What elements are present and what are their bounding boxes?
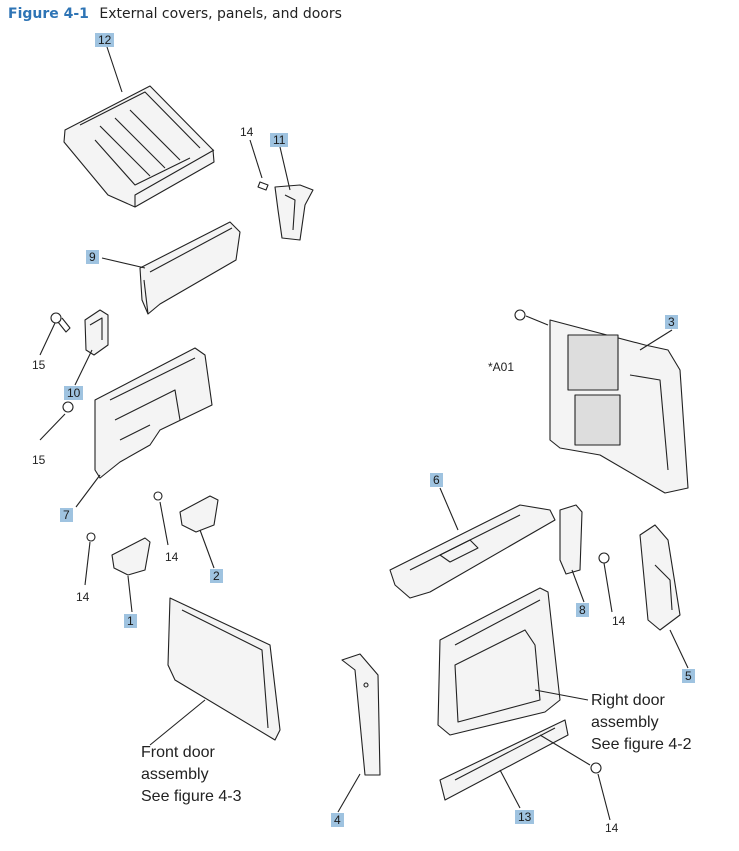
right-door-reference: Right door assembly See figure 4-2: [591, 690, 692, 756]
right-door-assembly: [437, 587, 561, 736]
leader-13b: [539, 734, 591, 766]
label-15-a: 15: [32, 358, 46, 372]
front-door-reference: Front door assembly See figure 4-3: [141, 742, 242, 808]
part-2-small-cover: [153, 491, 219, 533]
callout-3: 3: [665, 315, 678, 329]
figure-caption: External covers, panels, and doors: [99, 6, 342, 22]
right-door-line-2: assembly: [591, 714, 659, 731]
part-5-side-cover: [639, 524, 681, 631]
callout-2: 2: [210, 569, 223, 583]
callout-12: 12: [95, 33, 115, 47]
part-6-rail: [389, 504, 556, 599]
callout-7: 7: [60, 508, 73, 522]
leader-11a: [249, 139, 263, 179]
label-14-f: 14: [605, 821, 619, 835]
front-door-line-1: Front door: [141, 744, 215, 761]
label-14-a: 14: [240, 125, 254, 139]
callout-6: 6: [430, 473, 443, 487]
callout-13: 13: [515, 810, 535, 824]
leader-7: [75, 474, 101, 508]
leader-12: [106, 46, 123, 93]
callout-5: 5: [682, 669, 695, 683]
part-13-bottom-rail: [439, 719, 602, 801]
part-3-rear-panel: [514, 309, 689, 494]
callout-8: 8: [576, 603, 589, 617]
leader-15b: [39, 413, 66, 441]
leader-10: [74, 349, 93, 386]
callout-4: 4: [331, 813, 344, 827]
part-10-hinge: [50, 309, 109, 356]
figure-title: Figure 4-1 External covers, panels, and …: [8, 6, 342, 22]
leader-front-door: [149, 699, 206, 746]
part-8-latch: [559, 504, 610, 575]
right-door-line-1: Right door: [591, 692, 665, 709]
part-7-left-panel: [62, 347, 213, 479]
callout-11: 11: [270, 133, 289, 147]
leader-15a: [39, 322, 56, 356]
leader-13: [499, 769, 521, 809]
leader-4: [337, 773, 361, 813]
leader-14f: [597, 773, 611, 821]
leader-1: [127, 575, 133, 613]
figure-number: Figure 4-1: [8, 6, 89, 22]
label-a01: *A01: [488, 360, 515, 374]
callout-10: 10: [64, 386, 84, 400]
leader-6: [439, 487, 459, 531]
leader-11: [279, 146, 291, 191]
leader-3: [639, 329, 673, 351]
leader-right-door: [534, 689, 589, 701]
label-14-e: 14: [612, 614, 626, 628]
leader-9: [101, 257, 146, 269]
label-14-c: 14: [165, 550, 179, 564]
part-1-small-cover: [86, 532, 151, 576]
leader-2: [199, 529, 215, 569]
leader-5: [669, 629, 689, 669]
label-14-d: 14: [76, 590, 90, 604]
callout-9: 9: [86, 250, 99, 264]
leader-a01: [525, 315, 549, 326]
leader-14c: [159, 501, 169, 546]
part-9-top-bar: [139, 221, 241, 315]
front-door-line-3: See figure 4-3: [141, 788, 242, 805]
part-11-bracket: [257, 181, 314, 241]
leader-14e: [603, 562, 613, 613]
leader-8: [571, 569, 585, 603]
front-door-assembly: [167, 597, 281, 741]
part-4-strip: [341, 653, 381, 776]
right-door-line-3: See figure 4-2: [591, 736, 692, 753]
label-15-b: 15: [32, 453, 46, 467]
front-door-line-2: assembly: [141, 766, 209, 783]
part-12-top-cover: [63, 85, 215, 208]
leader-14d: [84, 541, 91, 586]
callout-1: 1: [124, 614, 137, 628]
